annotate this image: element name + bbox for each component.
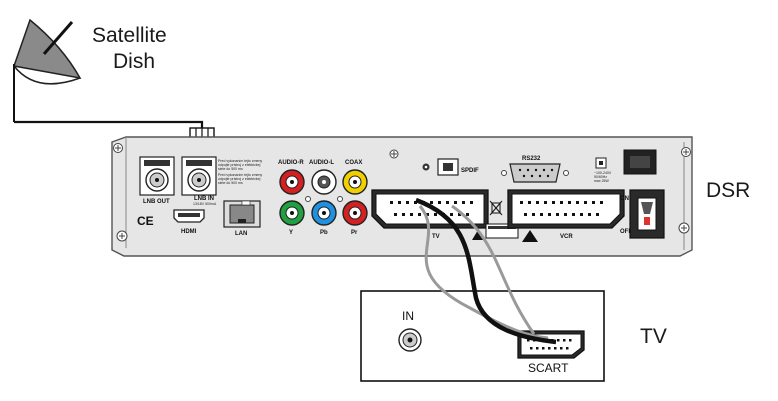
y-jack	[279, 200, 305, 226]
screw-icon	[678, 222, 690, 234]
rs232-port	[509, 163, 561, 183]
vcr-label: VCR	[560, 234, 573, 240]
hdmi-port	[173, 209, 205, 223]
screw-icon	[501, 170, 507, 176]
dish-lnb-arm	[42, 21, 74, 55]
screw-icon	[305, 196, 311, 202]
pr-jack	[342, 200, 368, 226]
lnb-in-port	[181, 156, 217, 196]
screw-icon	[337, 196, 343, 202]
spdif-port	[437, 158, 459, 176]
dish-label-line2: Dish	[113, 50, 155, 73]
dish-label-line1: Satellite	[92, 24, 167, 47]
lnb-out-port	[139, 156, 175, 196]
y-label: Y	[289, 230, 293, 236]
pb-label: Pb	[320, 230, 328, 236]
screw-icon	[389, 149, 399, 159]
hdmi-label: HDMI	[181, 229, 197, 235]
lnb-note-line: odpojte prístroj z elektrickej	[218, 177, 261, 181]
tv-scart-port	[371, 189, 489, 229]
gear-icon	[422, 163, 430, 171]
lnb-note-line: Pred vykonaním tejto zmeny	[218, 159, 262, 163]
audio-r-label: AUDIO-R	[278, 160, 304, 166]
ce-mark: CE	[137, 214, 154, 228]
dsr-label: DSR	[706, 179, 750, 202]
power-note: max 25W	[594, 179, 609, 183]
coax-label: COAX	[345, 160, 362, 166]
vcr-scart-port	[507, 189, 625, 229]
screw-icon	[681, 147, 691, 157]
scart-cable	[415, 197, 557, 345]
power-socket	[595, 157, 607, 169]
warning-triangle-icon	[472, 230, 484, 240]
coax-jack	[342, 169, 368, 195]
spdif-label: SPDIF	[461, 168, 479, 174]
power-note: 50/60Hz	[594, 175, 607, 179]
lnb-in-sublabel: 13/18V 500mA	[193, 202, 217, 206]
tv-scart-label: SCART	[528, 361, 569, 375]
lan-label: LAN	[235, 231, 247, 237]
weee-bin-icon	[489, 200, 503, 216]
lnb-note-line: siete do 500 ms	[218, 181, 243, 185]
coax-cable	[14, 120, 204, 136]
audio-l-jack	[311, 169, 337, 195]
switch-off-label: OFF	[620, 229, 632, 235]
lnb-note-line: Pred vykonaním tejto zmeny	[218, 173, 262, 177]
audio-l-label: AUDIO-L	[309, 160, 334, 166]
pr-label: Pr	[351, 230, 358, 236]
lnb-out-label: LNB OUT	[143, 199, 170, 205]
lnb-in-label: LNB IN	[194, 196, 214, 202]
lnb-note-line: siete do 500 ms	[218, 167, 243, 171]
warning-triangle-icon	[522, 230, 538, 242]
satellite-dish	[13, 18, 82, 122]
screw-icon	[113, 143, 123, 153]
tv-antenna-in-port	[398, 328, 422, 352]
power-switch	[629, 189, 665, 239]
rs232-label: RS232	[522, 156, 541, 162]
tv-scart-label: TV	[432, 234, 440, 240]
pb-jack	[311, 200, 337, 226]
screw-icon	[116, 230, 128, 242]
tv-label: TV	[640, 325, 667, 348]
screw-icon	[563, 170, 569, 176]
switch-on-label: ON	[620, 196, 629, 202]
audio-r-jack	[279, 169, 305, 195]
lan-port	[223, 200, 261, 228]
tv-in-label: IN	[402, 309, 414, 323]
power-note: ~100-240V	[594, 171, 612, 175]
lnb-note-line: odpojte prístroj z elektrickej	[218, 163, 261, 167]
